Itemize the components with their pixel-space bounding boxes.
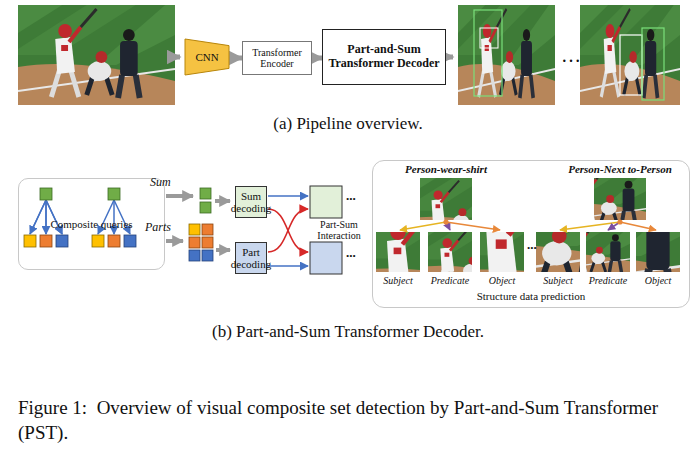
figure-part (620, 35, 642, 95)
text-label: ... (346, 246, 356, 260)
text-label: Subject (383, 275, 412, 286)
relation-arrows (400, 219, 656, 230)
figure-part (400, 222, 446, 230)
text-label: ... (527, 238, 537, 252)
flow-arrow (166, 194, 193, 198)
flow-arrow (176, 55, 180, 60)
part-decoding-box: Part decoding (235, 242, 267, 274)
figure-part (108, 188, 120, 200)
text-label: (a) Pipeline overview. (273, 115, 422, 134)
text-label: … (561, 44, 581, 66)
trapezoid-shape (185, 39, 229, 75)
figure-part (443, 219, 448, 224)
figure-part (551, 221, 642, 278)
node-text: Part-and-Sum Transformer Decoder (323, 43, 445, 71)
figure-part (40, 235, 52, 247)
figure-part (40, 188, 52, 200)
figure-part (480, 28, 498, 48)
figure-part (200, 202, 211, 213)
figure-part (30, 200, 46, 234)
structure-prediction-panel: Structure data prediction (372, 160, 690, 308)
flow-arrow (166, 239, 183, 243)
text-label: (b) Part-and-Sum Transformer Decoder. (212, 323, 484, 342)
figure-part (620, 222, 656, 230)
figure-part (189, 224, 200, 235)
node-text: CNN (195, 51, 218, 64)
output-photo (458, 5, 555, 105)
figure-part (189, 237, 200, 248)
prediction-photos (345, 165, 698, 334)
figure-part (202, 237, 213, 248)
part-queries (189, 224, 213, 261)
composite-queries-panel: Composite queries (18, 178, 165, 270)
figure-part (189, 250, 200, 261)
output-photo (580, 5, 680, 105)
sum-flow (268, 195, 308, 197)
part-flow (268, 265, 308, 267)
figure-part (455, 173, 651, 295)
figure-part (108, 235, 120, 247)
figure-part (202, 224, 213, 235)
figure-part (200, 188, 211, 199)
text-label: Person-Next to-Person (568, 163, 672, 175)
text-label: Sum (150, 176, 171, 189)
query-tree (92, 188, 136, 247)
decoder-box: Part-and-Sum Transformer Decoder (322, 29, 446, 85)
part-decoder-layer (310, 242, 342, 274)
figure-part (18, 5, 175, 105)
node-text: Transformer Encoder (243, 47, 311, 70)
text-label: ... (346, 189, 356, 203)
flow-arrow (216, 248, 230, 252)
figure-part (124, 235, 136, 247)
cnn-trapezoid: CNN (184, 38, 230, 76)
text-label: Subject (543, 275, 572, 286)
figure-part (580, 5, 680, 105)
figure-part (474, 10, 502, 96)
text-label: Object (645, 275, 672, 286)
node-text: Part decoding (231, 246, 271, 270)
figure-part (458, 5, 555, 105)
interaction-curve (268, 209, 308, 252)
sum-decoding-box: Sum decoding (235, 186, 267, 218)
sum-decoder-layer (310, 186, 342, 218)
figure-part (642, 28, 664, 100)
figure-part (455, 173, 651, 295)
figure-part (92, 235, 104, 247)
node-text: Composite queries (50, 218, 132, 230)
node-text: Sum decoding (231, 190, 271, 214)
text-label: Object (489, 275, 516, 286)
figure-part (512, 178, 698, 307)
figure-part (24, 235, 36, 247)
figure-part (560, 222, 620, 230)
query-tree (24, 188, 68, 247)
figure-part (512, 178, 698, 307)
text-label: Person-wear-shirt (405, 163, 487, 175)
flow-arrow (230, 56, 242, 61)
text-label: Predicate (431, 275, 470, 286)
figure-part (45, 200, 47, 234)
interaction-curve (268, 209, 308, 252)
figure-part (446, 222, 500, 230)
node-text: Structure data prediction (373, 290, 689, 302)
flow-arrow (312, 56, 322, 61)
figure-caption: Figure 1: Overview of visual composite s… (18, 396, 680, 445)
text-label: Predicate (589, 275, 628, 286)
sum-queries (200, 188, 211, 213)
figure-part (202, 250, 213, 261)
figure-part (56, 235, 68, 247)
input-photo (18, 5, 175, 105)
encoder-box: Transformer Encoder (242, 41, 312, 75)
text-label: Part-Sum Interaction (312, 219, 366, 241)
figure-part (617, 219, 622, 224)
text-label: Parts (145, 221, 171, 234)
figure-part (551, 221, 642, 278)
flow-arrow (215, 199, 230, 203)
